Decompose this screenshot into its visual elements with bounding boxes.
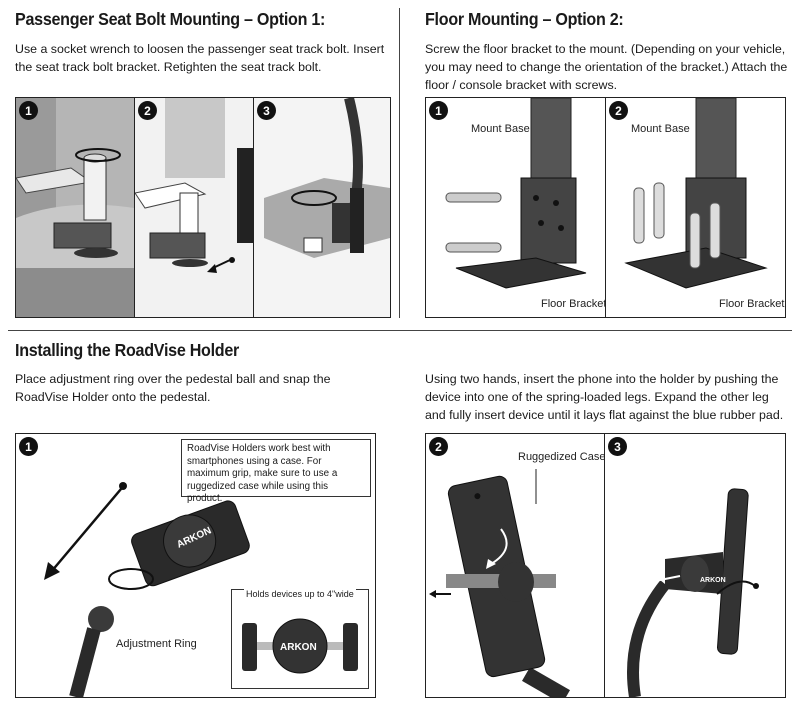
phone-insert-illustration <box>429 469 570 697</box>
cell-divider <box>604 434 605 697</box>
floor-mount-illustration-2 <box>624 98 768 289</box>
section-floor-mount-title: Floor Mounting – Option 2: <box>425 9 624 29</box>
section-divider-vertical <box>399 8 400 318</box>
step-number: 1 <box>19 437 38 456</box>
holder-install-illustration: ARKON <box>44 482 250 697</box>
holds-devices-box: Holds devices up to 4"wide ARKON <box>231 589 369 689</box>
section-divider-horizontal <box>8 330 792 331</box>
floor-mount-panel: 1 Mount Base Floor Bracket 2 Mount Base … <box>425 97 786 318</box>
cell-divider <box>253 98 254 317</box>
floor-mount-step-2: 2 Mount Base Floor Bracket <box>606 98 785 317</box>
section-floor-mount-description: Screw the floor bracket to the mount. (D… <box>425 42 788 92</box>
cell-divider <box>134 98 135 317</box>
section-seat-bolt: Passenger Seat Bolt Mounting – Option 1:… <box>15 9 390 76</box>
section-install-title: Installing the RoadVise Holder <box>15 340 240 360</box>
mount-base-label: Mount Base <box>631 123 690 135</box>
seat-bolt-illustration-1 <box>16 98 134 317</box>
cell-divider <box>605 98 606 317</box>
seat-bolt-step-2: 2 <box>135 98 253 317</box>
seat-bolt-panel: 1 2 3 <box>15 97 391 318</box>
holder-brand-text: ARKON <box>700 577 726 584</box>
phone-secured-illustration: ARKON <box>627 488 759 697</box>
ruggedized-case-note: RoadVise Holders work best with smartpho… <box>181 439 371 504</box>
holder-width-illustration: ARKON <box>242 618 358 674</box>
step-number: 3 <box>608 437 627 456</box>
section-install-description-right: Using two hands, insert the phone into t… <box>425 372 784 422</box>
adjustment-ring-label: Adjustment Ring <box>116 638 197 650</box>
install-steps-2-3-panel: 2 Ruggedized Case 3 ARKON <box>425 433 786 698</box>
seat-bolt-step-1: 1 <box>16 98 134 317</box>
step-number: 2 <box>609 101 628 120</box>
step-number: 2 <box>138 101 157 120</box>
ruggedized-case-label: Ruggedized Case <box>518 451 604 463</box>
install-step-2: 2 Ruggedized Case <box>426 434 604 697</box>
seat-bolt-step-3: 3 <box>254 98 390 317</box>
step-number: 1 <box>19 101 38 120</box>
step-number: 1 <box>429 101 448 120</box>
step-number: 3 <box>257 101 276 120</box>
section-seat-bolt-title: Passenger Seat Bolt Mounting – Option 1: <box>15 9 326 29</box>
install-step-3: 3 ARKON <box>605 434 785 697</box>
holder-brand-text: ARKON <box>280 642 317 653</box>
seat-bolt-illustration-2 <box>135 98 253 273</box>
floor-mount-step-1: 1 Mount Base Floor Bracket <box>426 98 605 317</box>
floor-bracket-label: Floor Bracket <box>719 298 785 310</box>
section-floor-mount: Floor Mounting – Option 2: Screw the flo… <box>425 9 790 94</box>
seat-bolt-illustration-3 <box>264 98 390 258</box>
section-seat-bolt-description: Use a socket wrench to loosen the passen… <box>15 42 385 74</box>
section-install-description-left: Place adjustment ring over the pedestal … <box>15 372 331 404</box>
floor-mount-illustration-1 <box>445 98 587 289</box>
install-step-1-panel: 1 RoadVise Holders work best with smartp… <box>15 433 376 698</box>
mount-base-label: Mount Base <box>471 123 530 135</box>
floor-bracket-label: Floor Bracket <box>541 298 605 310</box>
holds-devices-label: Holds devices up to 4"wide <box>244 589 356 599</box>
step-number: 2 <box>429 437 448 456</box>
